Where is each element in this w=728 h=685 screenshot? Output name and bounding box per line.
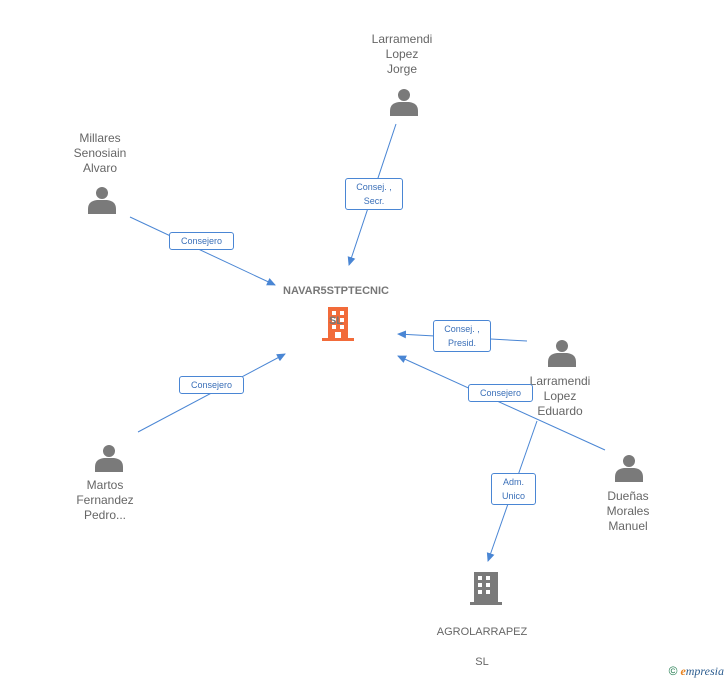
company-name-line2[interactable]: SL <box>475 656 489 668</box>
person-name-martos[interactable]: Martos Fernandez Pedro... <box>76 478 134 522</box>
person-icon[interactable] <box>88 187 116 214</box>
focus-company-name-line1[interactable]: NAVAR5STPTECNIC <box>283 285 389 297</box>
building-icon[interactable] <box>470 572 502 605</box>
copyright-icon: © <box>668 664 678 678</box>
brand-name: mpresia <box>685 664 724 678</box>
edge-label-millares-focus: Consejero <box>169 232 234 250</box>
edge-label-martos-focus: Consejero <box>179 376 244 394</box>
edge-label-jorge-focus: Consej. , Secr. <box>345 178 403 210</box>
person-icon[interactable] <box>615 455 643 482</box>
person-icon[interactable] <box>390 89 418 116</box>
edge-label-eduardo-focus: Consej. , Presid. <box>433 320 491 352</box>
edge-millares-focus <box>129 216 276 286</box>
person-icon[interactable] <box>548 340 576 367</box>
company-name-agrolarrapez[interactable]: AGROLARRAPEZ SL <box>422 610 542 685</box>
person-name-larramendi-eduardo[interactable]: Larramendi Lopez Eduardo <box>529 374 591 418</box>
brand-initial: e <box>680 664 686 678</box>
building-icon[interactable] <box>322 307 354 341</box>
person-name-millares[interactable]: Millares Senosiain Alvaro <box>73 131 127 175</box>
company-name-line1[interactable]: AGROLARRAPEZ <box>436 626 528 638</box>
person-icon[interactable] <box>95 445 123 472</box>
person-name-larramendi-jorge[interactable]: Larramendi Lopez Jorge <box>371 32 433 76</box>
edge-label-eduardo-agro: Adm. Unico <box>491 473 536 505</box>
edge-label-duenas-focus: Consejero <box>468 384 533 402</box>
edge-duenas-focus <box>397 355 606 451</box>
person-name-duenas[interactable]: Dueñas Morales Manuel <box>606 489 650 533</box>
focus-company-name-line2[interactable]: SL <box>328 315 344 327</box>
focus-company-name[interactable]: NAVAR5STPTECNIC SL <box>276 269 396 344</box>
brand-logo: ©empresia <box>669 664 724 679</box>
